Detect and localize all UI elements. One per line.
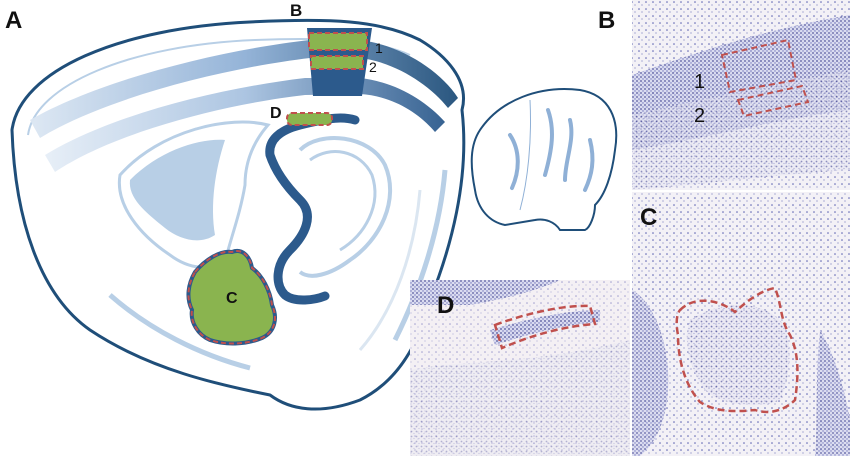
brain-icon-sulcus-1 — [508, 133, 520, 190]
layer-1-label: 1 — [375, 40, 383, 56]
region-b-label: B — [290, 1, 302, 20]
hippocampus-inner-curves — [298, 136, 392, 278]
brain-icon-sulcus-4 — [583, 138, 595, 192]
right-inner-band — [358, 189, 422, 351]
layer-2-label: 2 — [369, 59, 377, 75]
panel-d-cell-layer — [490, 310, 600, 345]
brain-icon-sulcus-2 — [543, 108, 554, 177]
whole-brain-icon — [470, 88, 618, 231]
panel-b-layer-2-outline — [736, 84, 810, 118]
panel-b-letter: B — [598, 7, 615, 34]
panel-b-layer-2-label: 2 — [694, 105, 705, 127]
region-d-highlight — [286, 112, 333, 126]
region-d-label: D — [270, 105, 282, 122]
brain-icon-sulcus-3 — [563, 118, 574, 182]
brain-icon-thin-line — [519, 99, 532, 211]
ventricle-left-fill — [129, 139, 225, 241]
cortical-band-lower — [45, 78, 445, 172]
region-b-layer-2-highlight — [310, 55, 364, 70]
region-b-layer-1-highlight — [308, 32, 368, 51]
panel-b-layer-1-label: 1 — [694, 71, 705, 93]
panel-d-top-stain — [410, 280, 560, 305]
hippocampus-inner-curves-2 — [309, 150, 377, 252]
brain-icon-outline — [470, 88, 618, 231]
panel-b: B 1 2 — [598, 0, 850, 190]
panel-c-right-stain — [815, 330, 850, 456]
panel-d: D — [410, 280, 630, 456]
region-c-label: C — [226, 290, 238, 307]
panel-d-region-outline — [493, 304, 597, 350]
hippocampus-curve — [265, 113, 360, 305]
panel-c-region-outline — [675, 286, 799, 414]
panel-c-letter: C — [640, 204, 657, 231]
panel-c-center-stain — [686, 305, 790, 406]
panel-a: A B 1 2 D C — [5, 1, 466, 411]
panel-b-layer-1-outline — [720, 38, 798, 94]
panel-d-lower-stain — [410, 340, 630, 456]
cortical-band-upper — [30, 40, 458, 138]
panel-c: C — [632, 192, 850, 456]
lower-thin-band — [108, 293, 251, 371]
panel-b-lower-band — [632, 70, 850, 190]
panel-a-letter: A — [5, 7, 22, 34]
region-c-dash-outline — [187, 250, 276, 345]
panel-c-left-stain — [632, 290, 669, 456]
panel-d-letter: D — [437, 292, 454, 319]
right-thin-band — [392, 169, 448, 342]
